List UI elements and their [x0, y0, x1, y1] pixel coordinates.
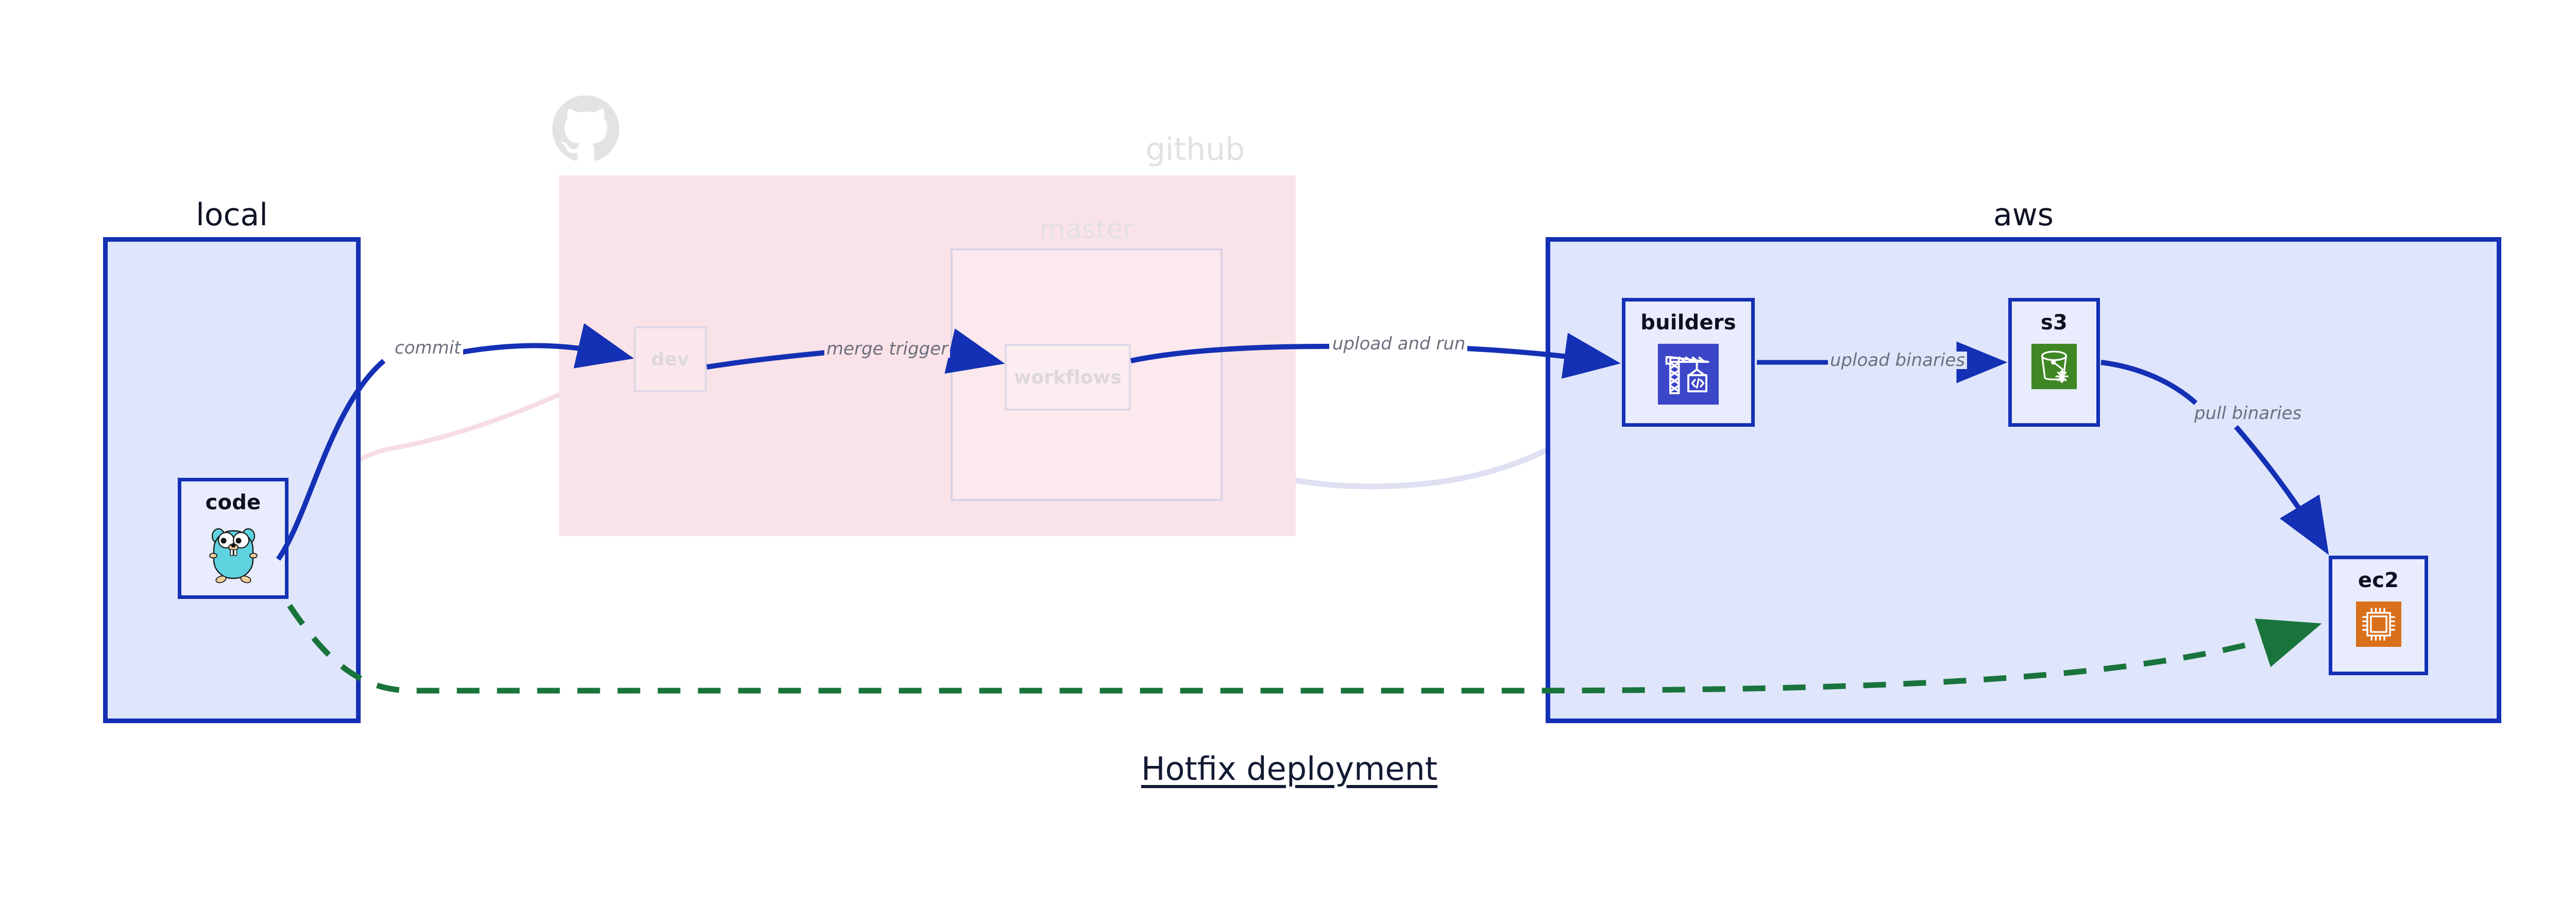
node-ec2-label: ec2: [2358, 569, 2399, 592]
edge-merge-trigger-a: [706, 350, 827, 370]
github-logo-icon: [552, 95, 619, 161]
edge-upload-and-run-b: [1442, 332, 1621, 379]
aws-s3-bucket-icon: [2031, 344, 2077, 391]
node-code-label: code: [205, 491, 261, 514]
group-title-master: master: [1039, 214, 1134, 245]
node-dev[interactable]: dev: [634, 326, 707, 392]
aws-codebuild-icon: [1658, 344, 1719, 407]
edge-hotfix-direct: [287, 604, 2322, 694]
edge-label-pull-binaries: pull binaries: [2192, 405, 2304, 422]
group-title-local: local: [196, 197, 268, 233]
edge-commit-b: [453, 323, 634, 369]
group-title-aws: aws: [1993, 197, 2054, 233]
node-workflows-label: workflows: [1014, 366, 1122, 388]
node-ec2[interactable]: ec2: [2329, 556, 2428, 675]
go-gopher-icon: [205, 524, 262, 587]
node-workflows[interactable]: workflows: [1005, 344, 1131, 411]
edge-label-upload-and-run: upload and run: [1330, 335, 1468, 353]
node-builders-label: builders: [1640, 311, 1736, 335]
node-code[interactable]: code: [178, 478, 289, 599]
aws-ec2-chip-icon: [2355, 602, 2401, 649]
node-builders[interactable]: builders: [1622, 298, 1755, 427]
node-s3-label: s3: [2040, 311, 2068, 335]
node-dev-label: dev: [651, 348, 690, 370]
edge-label-commit: commit: [393, 339, 463, 357]
edge-label-upload-binaries: upload binaries: [1828, 352, 1968, 369]
edge-pull-binaries-a: [2100, 360, 2198, 405]
edge-upload-and-run-a: [1130, 344, 1330, 363]
group-title-github: github: [1145, 131, 1245, 168]
edge-pull-binaries-b: [2234, 425, 2329, 555]
edge-commit-a: [276, 359, 386, 561]
group-master: [951, 248, 1223, 501]
node-s3[interactable]: s3: [2008, 298, 2100, 427]
edge-label-merge-trigger: merge trigger: [824, 340, 951, 358]
diagram-title: Hotfix deployment: [1141, 750, 1438, 788]
